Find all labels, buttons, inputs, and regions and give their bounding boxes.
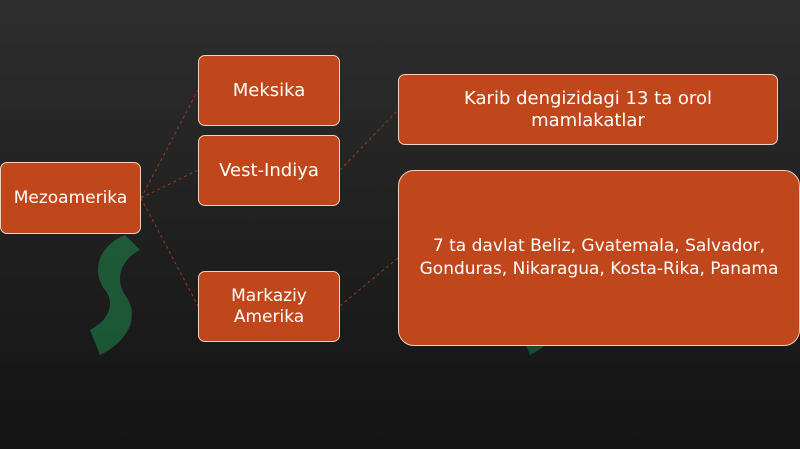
node-mezoamerika-label: Mezoamerika: [13, 187, 128, 208]
node-markaziy-amerika-label: Markaziy Amerika: [231, 286, 307, 327]
node-meksika-label: Meksika: [232, 79, 306, 101]
connector-root-vest-indiya: [140, 169, 199, 199]
node-meksika: Meksika: [198, 55, 340, 126]
node-davlatlar-detail: 7 ta davlat Beliz, Gvatemala, Salvador, …: [398, 170, 800, 346]
node-vest-indiya: Vest-Indiya: [198, 135, 340, 206]
node-mezoamerika: Mezoamerika: [0, 162, 141, 234]
node-karib-detail-text: Karib dengizidagi 13 ta orol mamlakatlar: [464, 87, 712, 131]
connector-vest-karib: [339, 109, 399, 171]
node-markaziy-amerika: Markaziy Amerika: [198, 271, 340, 342]
node-karib-detail: Karib dengizidagi 13 ta orol mamlakatlar: [398, 74, 778, 145]
node-vest-indiya-label: Vest-Indiya: [219, 159, 319, 181]
watermark-logo-left: [90, 235, 140, 355]
connector-root-markaziy: [140, 197, 199, 307]
connector-root-meksika: [140, 89, 199, 199]
connector-markaziy-davlat: [339, 257, 399, 307]
node-davlatlar-detail-text: 7 ta davlat Beliz, Gvatemala, Salvador, …: [419, 236, 779, 279]
